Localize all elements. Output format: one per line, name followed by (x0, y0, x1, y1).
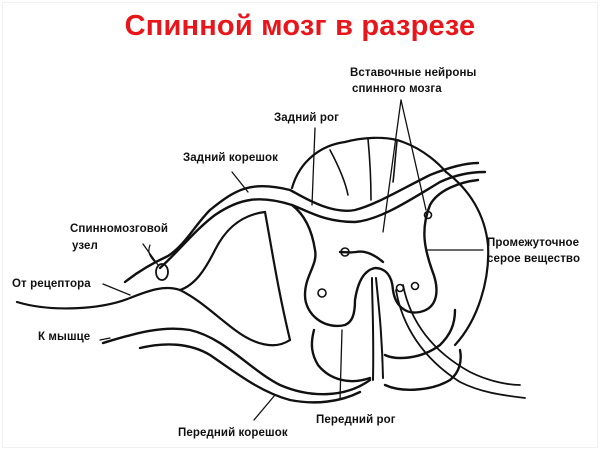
dorsal-root (123, 161, 487, 284)
spinal-nerve (15, 210, 292, 347)
efferent-axons (395, 284, 526, 399)
spinal-cord-outline (290, 136, 490, 347)
slide-title: Спинной мозг в разрезе (124, 10, 476, 42)
ventral-region (310, 308, 462, 391)
label-dorsal-horn: Задний рог (274, 112, 340, 124)
leader-lines (99, 99, 484, 421)
gray-matter (290, 178, 480, 328)
label-ventral-horn: Передний рог (316, 414, 396, 426)
label-intermediate-gray-line1: Промежуточное (487, 237, 580, 249)
interneuron-cells (317, 210, 433, 298)
label-intermediate-gray-line2: серое вещество (487, 253, 581, 265)
ventral-root (101, 327, 372, 404)
label-ventral-root: Передний корешок (178, 427, 288, 439)
label-interneurons-line2: спинного мозга (352, 83, 442, 95)
anterior-fissure (371, 277, 384, 381)
label-dorsal-root: Задний корешок (183, 152, 278, 164)
label-spinal-ganglion-line2: узел (72, 240, 98, 252)
label-spinal-ganglion-line1: Спинномозговой (70, 223, 169, 235)
label-from-receptor: От рецептора (12, 278, 91, 290)
label-to-muscle: К мышце (38, 331, 91, 343)
label-interneurons-line1: Вставочные нейроны (350, 67, 477, 79)
